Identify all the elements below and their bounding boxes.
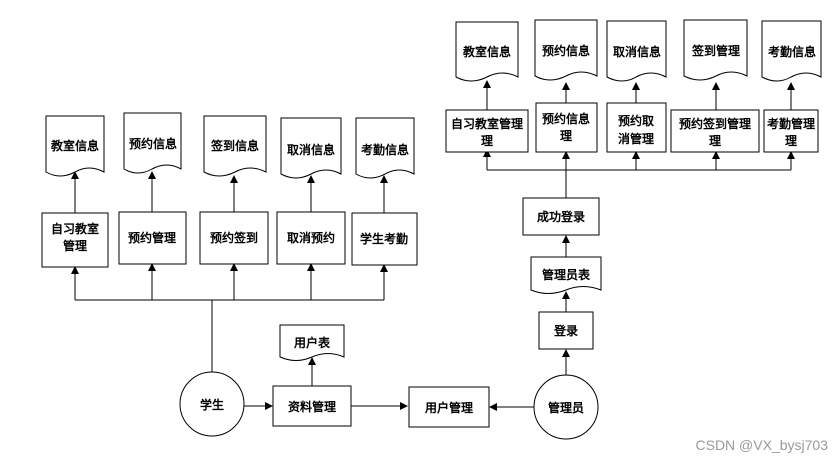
s-proc-booking-checkin bbox=[199, 211, 269, 265]
s-doc-3-label: 签到信息 bbox=[210, 138, 259, 153]
a-doc-5-label: 考勤信息 bbox=[768, 44, 816, 59]
user-mgmt-label: 用户管理 bbox=[424, 400, 473, 415]
admin-table-doc bbox=[530, 256, 602, 294]
s-proc-5-label: 学生考勤 bbox=[360, 231, 408, 246]
a-proc-2-line-2: 理 bbox=[560, 129, 572, 143]
s-proc-1-line-1: 自习教室 bbox=[51, 221, 99, 236]
s-doc-cancel-info bbox=[280, 117, 342, 179]
data-mgmt-label: 资料管理 bbox=[288, 399, 336, 414]
user-mgmt-process bbox=[408, 386, 490, 428]
s-doc-4-label: 取消信息 bbox=[287, 142, 335, 157]
a-proc-5-line-2: 理 bbox=[785, 134, 797, 148]
s-doc-classroom-info bbox=[45, 115, 105, 177]
s-proc-booking-mgmt bbox=[118, 211, 187, 265]
a-proc-2-line-1: 预约信息 bbox=[542, 111, 590, 126]
s-doc-attendance-info bbox=[355, 117, 415, 179]
login-success-process bbox=[522, 197, 600, 236]
student-actor-label: 学生 bbox=[200, 397, 224, 412]
login-process bbox=[538, 311, 594, 350]
a-proc-1-line-2: 理 bbox=[481, 134, 493, 148]
login-success-label: 成功登录 bbox=[537, 209, 585, 224]
a-proc-booking-mgmt bbox=[535, 102, 598, 153]
a-proc-3-line-1: 预约取 bbox=[618, 113, 654, 128]
s-proc-3-label: 预约签到 bbox=[210, 230, 258, 245]
data-mgmt-process bbox=[272, 385, 352, 427]
a-proc-3-line-2: 消管理 bbox=[618, 131, 654, 146]
a-proc-1-line-1: 自习教室管理 bbox=[451, 116, 523, 131]
s-doc-1-label: 教室信息 bbox=[50, 138, 99, 153]
a-proc-attendance-mgmt bbox=[763, 109, 819, 153]
s-doc-checkin-info bbox=[203, 115, 267, 177]
a-doc-classroom-info bbox=[455, 21, 519, 82]
login-label: 登录 bbox=[553, 323, 578, 338]
s-proc-cancel-booking bbox=[276, 211, 346, 265]
a-doc-3-label: 取消信息 bbox=[613, 44, 661, 59]
a-proc-checkin-mgmt bbox=[670, 109, 760, 153]
admin-actor-label: 管理员 bbox=[548, 400, 584, 415]
a-doc-4-label: 签到管理 bbox=[691, 43, 740, 58]
s-doc-2-label: 预约信息 bbox=[129, 136, 177, 151]
s-doc-5-label: 考勤信息 bbox=[361, 142, 409, 157]
a-doc-cancel-info bbox=[606, 20, 667, 82]
s-proc-4-label: 取消预约 bbox=[287, 230, 335, 245]
a-doc-1-label: 教室信息 bbox=[462, 44, 511, 59]
a-doc-attendance-info bbox=[761, 20, 822, 82]
a-proc-5-line-1: 考勤管理 bbox=[767, 116, 815, 131]
watermark-text: CSDN @VX_bysj703 bbox=[696, 437, 829, 453]
a-doc-checkin-mgmt bbox=[683, 19, 748, 81]
s-proc-2-label: 预约管理 bbox=[128, 230, 176, 245]
user-table-doc bbox=[279, 324, 345, 361]
s-proc-1-line-2: 管理 bbox=[63, 238, 87, 253]
a-doc-2-label: 预约信息 bbox=[542, 43, 590, 58]
a-proc-4-line-1: 预约签到管理 bbox=[679, 116, 751, 131]
s-doc-booking-info bbox=[123, 112, 182, 174]
admin-table-label: 管理员表 bbox=[542, 267, 591, 282]
a-proc-4-line-2: 理 bbox=[709, 134, 721, 148]
a-doc-booking-info bbox=[534, 19, 598, 81]
s-proc-student-attendance bbox=[351, 212, 418, 266]
a-proc-cancel-mgmt bbox=[606, 102, 667, 153]
user-table-label: 用户表 bbox=[293, 335, 331, 350]
